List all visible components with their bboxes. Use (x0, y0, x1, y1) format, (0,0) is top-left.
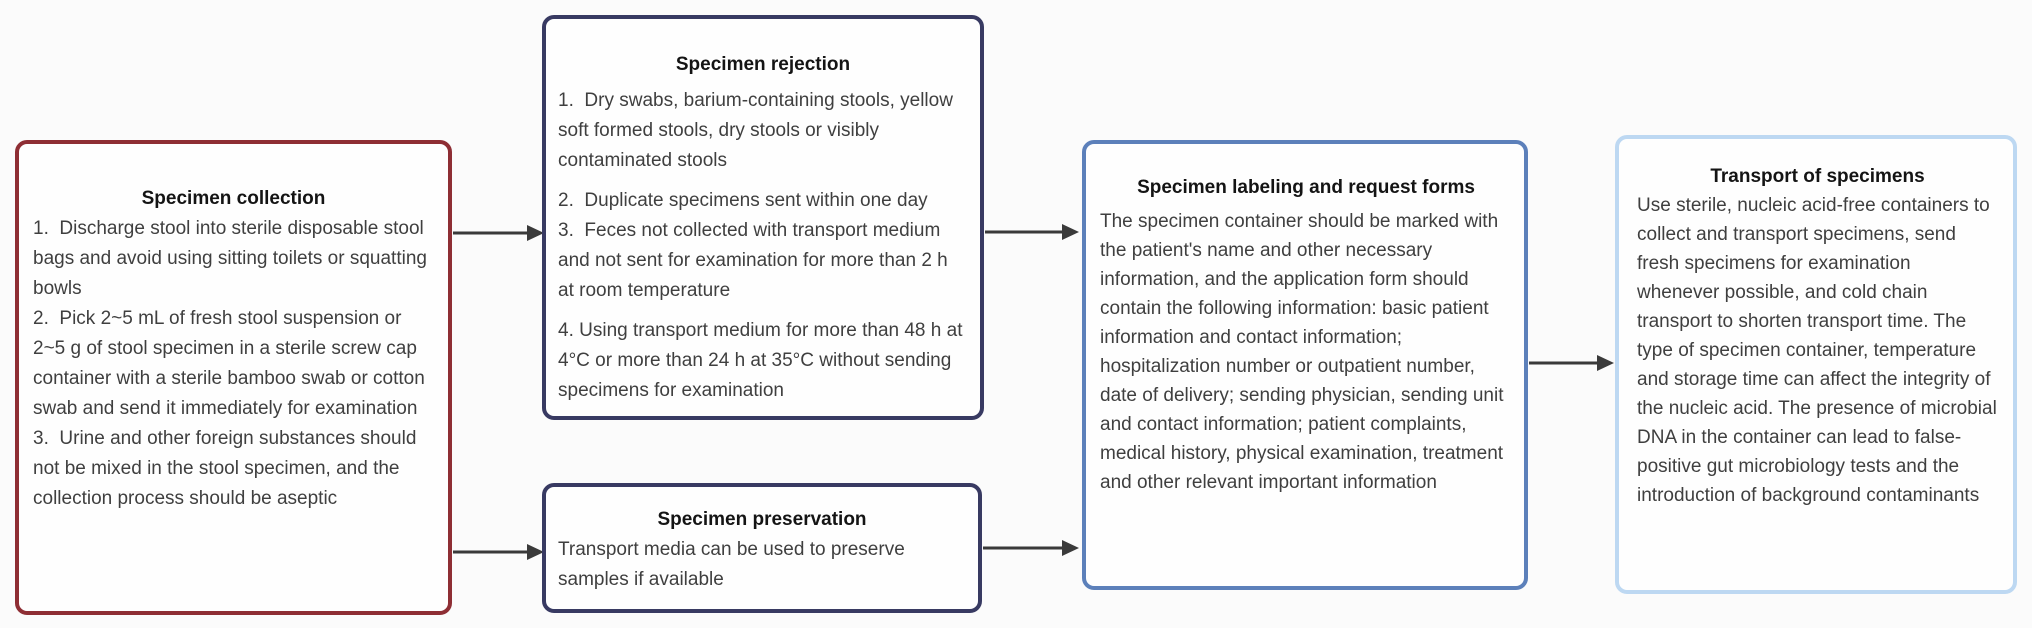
box-specimen-collection: Specimen collection 1. Discharge stool i… (15, 140, 452, 615)
preservation-body: Transport media can be used to preserve … (558, 539, 911, 590)
arrow-collection-to-rejection (453, 225, 544, 241)
collection-item-2: 2. Pick 2~5 mL of fresh stool suspension… (33, 308, 431, 419)
arrowhead (1062, 224, 1079, 240)
arrow-collection-to-preservation (453, 544, 544, 560)
box-transport-of-specimens: Transport of specimens Use sterile, nucl… (1615, 135, 2017, 594)
arrowhead (527, 225, 544, 241)
arrowhead (1597, 355, 1614, 371)
collection-item-3: 3. Urine and other foreign substances sh… (33, 428, 422, 509)
box-title-specimen-preservation: Specimen preservation (657, 509, 867, 530)
rejection-item-2: 2. Duplicate specimens sent within one d… (558, 190, 928, 211)
arrow-rejection-to-labeling (985, 224, 1079, 240)
box-title-specimen-rejection: Specimen rejection (675, 54, 851, 75)
box-specimen-rejection: Specimen rejection 1. Dry swabs, barium-… (542, 15, 984, 420)
labeling-body: The specimen container should be marked … (1100, 211, 1509, 493)
arrow-labeling-to-transport (1529, 355, 1614, 371)
arrow-preservation-to-labeling (983, 540, 1079, 556)
box-title-specimen-collection: Specimen collection (141, 188, 326, 209)
arrowhead (1062, 540, 1079, 556)
box-title-specimen-labeling: Specimen labeling and request forms (1137, 177, 1475, 198)
box-specimen-labeling-and-request-forms: Specimen labeling and request forms The … (1082, 140, 1528, 590)
rejection-item-3: 3. Feces not collected with transport me… (558, 220, 954, 301)
transport-body: Use sterile, nucleic acid-free container… (1637, 195, 2003, 506)
box-specimen-preservation: Specimen preservation Transport media ca… (542, 483, 982, 613)
arrowhead (527, 544, 544, 560)
collection-item-1: 1. Discharge stool into sterile disposab… (33, 218, 433, 299)
rejection-item-4: 4. Using transport medium for more than … (558, 320, 968, 401)
rejection-item-1: 1. Dry swabs, barium-containing stools, … (558, 90, 959, 171)
box-title-transport-of-specimens: Transport of specimens (1710, 166, 1925, 187)
